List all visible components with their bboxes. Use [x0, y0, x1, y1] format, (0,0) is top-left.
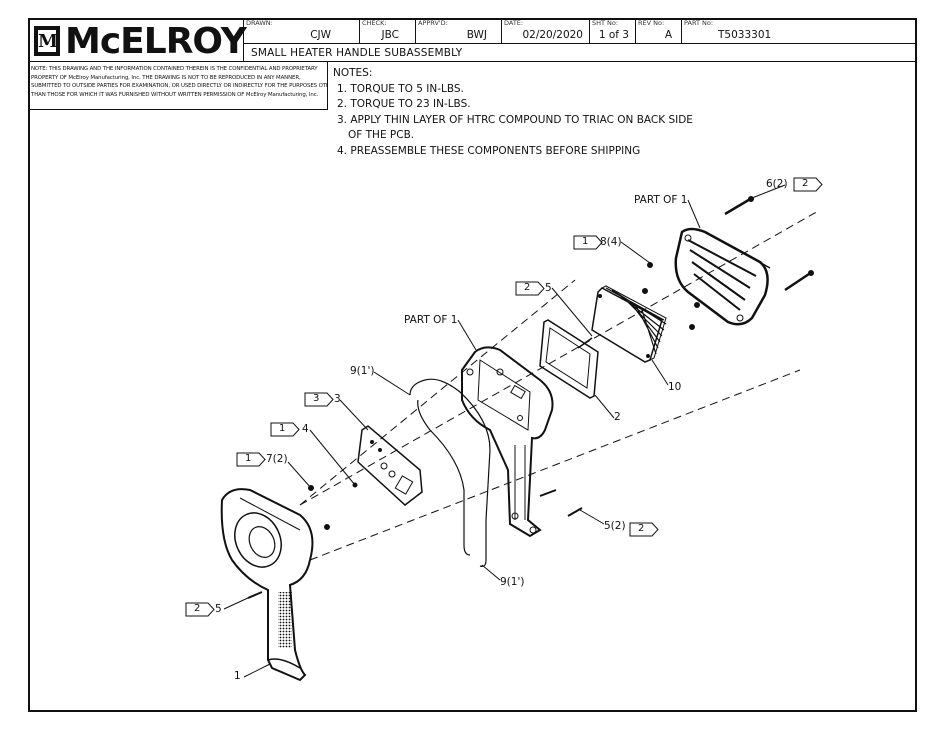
note-flag-shape	[793, 177, 823, 192]
assembly-axis-line	[299, 209, 821, 506]
confidential-line: THAN THOSE FOR WHICH IT WAS FURNISHED WI…	[31, 91, 319, 98]
notes-heading: NOTES:	[333, 67, 373, 79]
sheet-value: 1 of 3	[598, 29, 629, 41]
front-handle-part	[220, 488, 314, 682]
back-cover-part	[674, 227, 771, 326]
heater-wire-part	[409, 378, 491, 567]
note-flag: 1	[582, 236, 589, 247]
note-flag-shape	[270, 422, 300, 437]
gasket-part	[539, 319, 599, 399]
callout-item-2: 2	[614, 411, 621, 423]
heater-wire-part	[417, 399, 471, 556]
note-item: 4. PREASSEMBLE THESE COMPONENTS BEFORE S…	[337, 144, 641, 157]
note-item: 2. TORQUE TO 23 IN-LBS.	[337, 98, 471, 110]
approved-value: BWJ	[466, 29, 487, 41]
drawn-cell: DRAWN: CJW	[244, 18, 360, 44]
drawing-sheet-border	[28, 18, 917, 712]
confidential-line: NOTE: THIS DRAWING AND THE INFORMATION C…	[31, 66, 318, 72]
approved-label: APPRV'D:	[418, 19, 448, 27]
bolt-part	[784, 270, 813, 292]
note-flag: 3	[313, 393, 320, 404]
assembly-axis-line	[309, 369, 801, 561]
callout-item-9: 9(1')	[350, 365, 375, 377]
screw-part	[324, 524, 330, 530]
screw-part	[647, 262, 653, 268]
note-flag: 2	[194, 603, 201, 614]
note-flag-shape	[304, 392, 334, 407]
screw-part	[567, 507, 583, 517]
note-flag-shape	[515, 281, 545, 296]
assembly-axis-line	[299, 279, 576, 506]
callout-part-of-1: PART OF 1	[634, 194, 688, 206]
note-flag: 1	[279, 423, 286, 434]
callout-item-7: 7(2)	[266, 453, 288, 465]
callout-item-8: 8(4)	[600, 236, 622, 248]
rev-cell: REV No: A	[636, 18, 682, 44]
screw-part	[689, 324, 695, 330]
rev-label: REV No:	[638, 19, 665, 27]
note-flag-shape	[629, 522, 659, 537]
callout-item-3: 3	[334, 393, 341, 405]
check-cell: CHECK: JBC	[360, 18, 416, 44]
callout-item-6: 6(2)	[766, 178, 788, 190]
bolt-part	[724, 196, 753, 216]
callout-item-10: 10	[668, 381, 682, 393]
callout-part-of-1: PART OF 1	[404, 314, 458, 326]
note-flag: 2	[802, 178, 809, 189]
note-item: 1. TORQUE TO 5 IN-LBS.	[337, 82, 464, 95]
approved-cell: APPRV'D: BWJ	[416, 18, 502, 44]
main-housing-part	[461, 346, 554, 538]
screw-part	[539, 489, 557, 497]
date-value: 02/20/2020	[522, 29, 583, 41]
screw-part	[577, 337, 593, 349]
callout-item-9-bottom: 9(1')	[500, 576, 525, 588]
heat-sink-part	[591, 285, 667, 363]
note-flag-shape	[236, 452, 266, 467]
note-flag: 1	[245, 453, 252, 464]
company-logo: M McELROY	[28, 18, 247, 62]
title-row: SMALL HEATER HANDLE SUBASSEMBLY	[244, 44, 917, 62]
confidentiality-note: NOTE: THIS DRAWING AND THE INFORMATION C…	[28, 62, 328, 110]
company-name: McELROY	[65, 21, 247, 62]
drawing-title: SMALL HEATER HANDLE SUBASSEMBLY	[251, 47, 463, 59]
notes-block: NOTES: 1. TORQUE TO 5 IN-LBS. 2. TORQUE …	[333, 66, 693, 159]
drawn-label: DRAWN:	[246, 19, 273, 27]
callout-item-5: 5	[545, 282, 552, 294]
note-flag-shape	[185, 602, 215, 617]
screw-part	[247, 591, 263, 599]
part-label: PART No:	[684, 19, 714, 27]
rev-value: A	[664, 29, 672, 41]
callout-item-5-right: 5(2)	[604, 520, 626, 532]
screw-part	[642, 288, 648, 294]
confidential-line: SUBMITTED TO OUTSIDE PARTIES FOR EXAMINA…	[31, 83, 328, 90]
note-item-continued: OF THE PCB.	[348, 129, 415, 141]
note-flag-shape	[573, 235, 603, 250]
check-value: JBC	[381, 29, 399, 41]
part-cell: PART No: T5033301	[682, 18, 917, 44]
pcb-part	[357, 425, 423, 506]
note-flag: 2	[638, 523, 645, 534]
callout-item-5-left: 5	[215, 603, 222, 615]
callout-item-4: 4	[302, 423, 309, 435]
date-label: DATE:	[504, 19, 524, 27]
screw-part	[694, 302, 700, 308]
confidential-line: PROPERTY OF McElroy Manufacturing, Inc. …	[31, 74, 301, 81]
note-flag: 2	[524, 282, 531, 293]
sheet-label: SHT No:	[592, 19, 619, 27]
check-label: CHECK:	[362, 19, 387, 27]
callout-item-1: 1	[234, 670, 241, 682]
logo-mark-icon: M	[34, 26, 60, 56]
part-value: T5033301	[718, 29, 772, 41]
note-item: 3. APPLY THIN LAYER OF HTRC COMPOUND TO …	[337, 113, 693, 126]
drawn-value: CJW	[310, 29, 331, 41]
sheet-cell: SHT No: 1 of 3	[590, 18, 636, 44]
date-cell: DATE: 02/20/2020	[502, 18, 590, 44]
